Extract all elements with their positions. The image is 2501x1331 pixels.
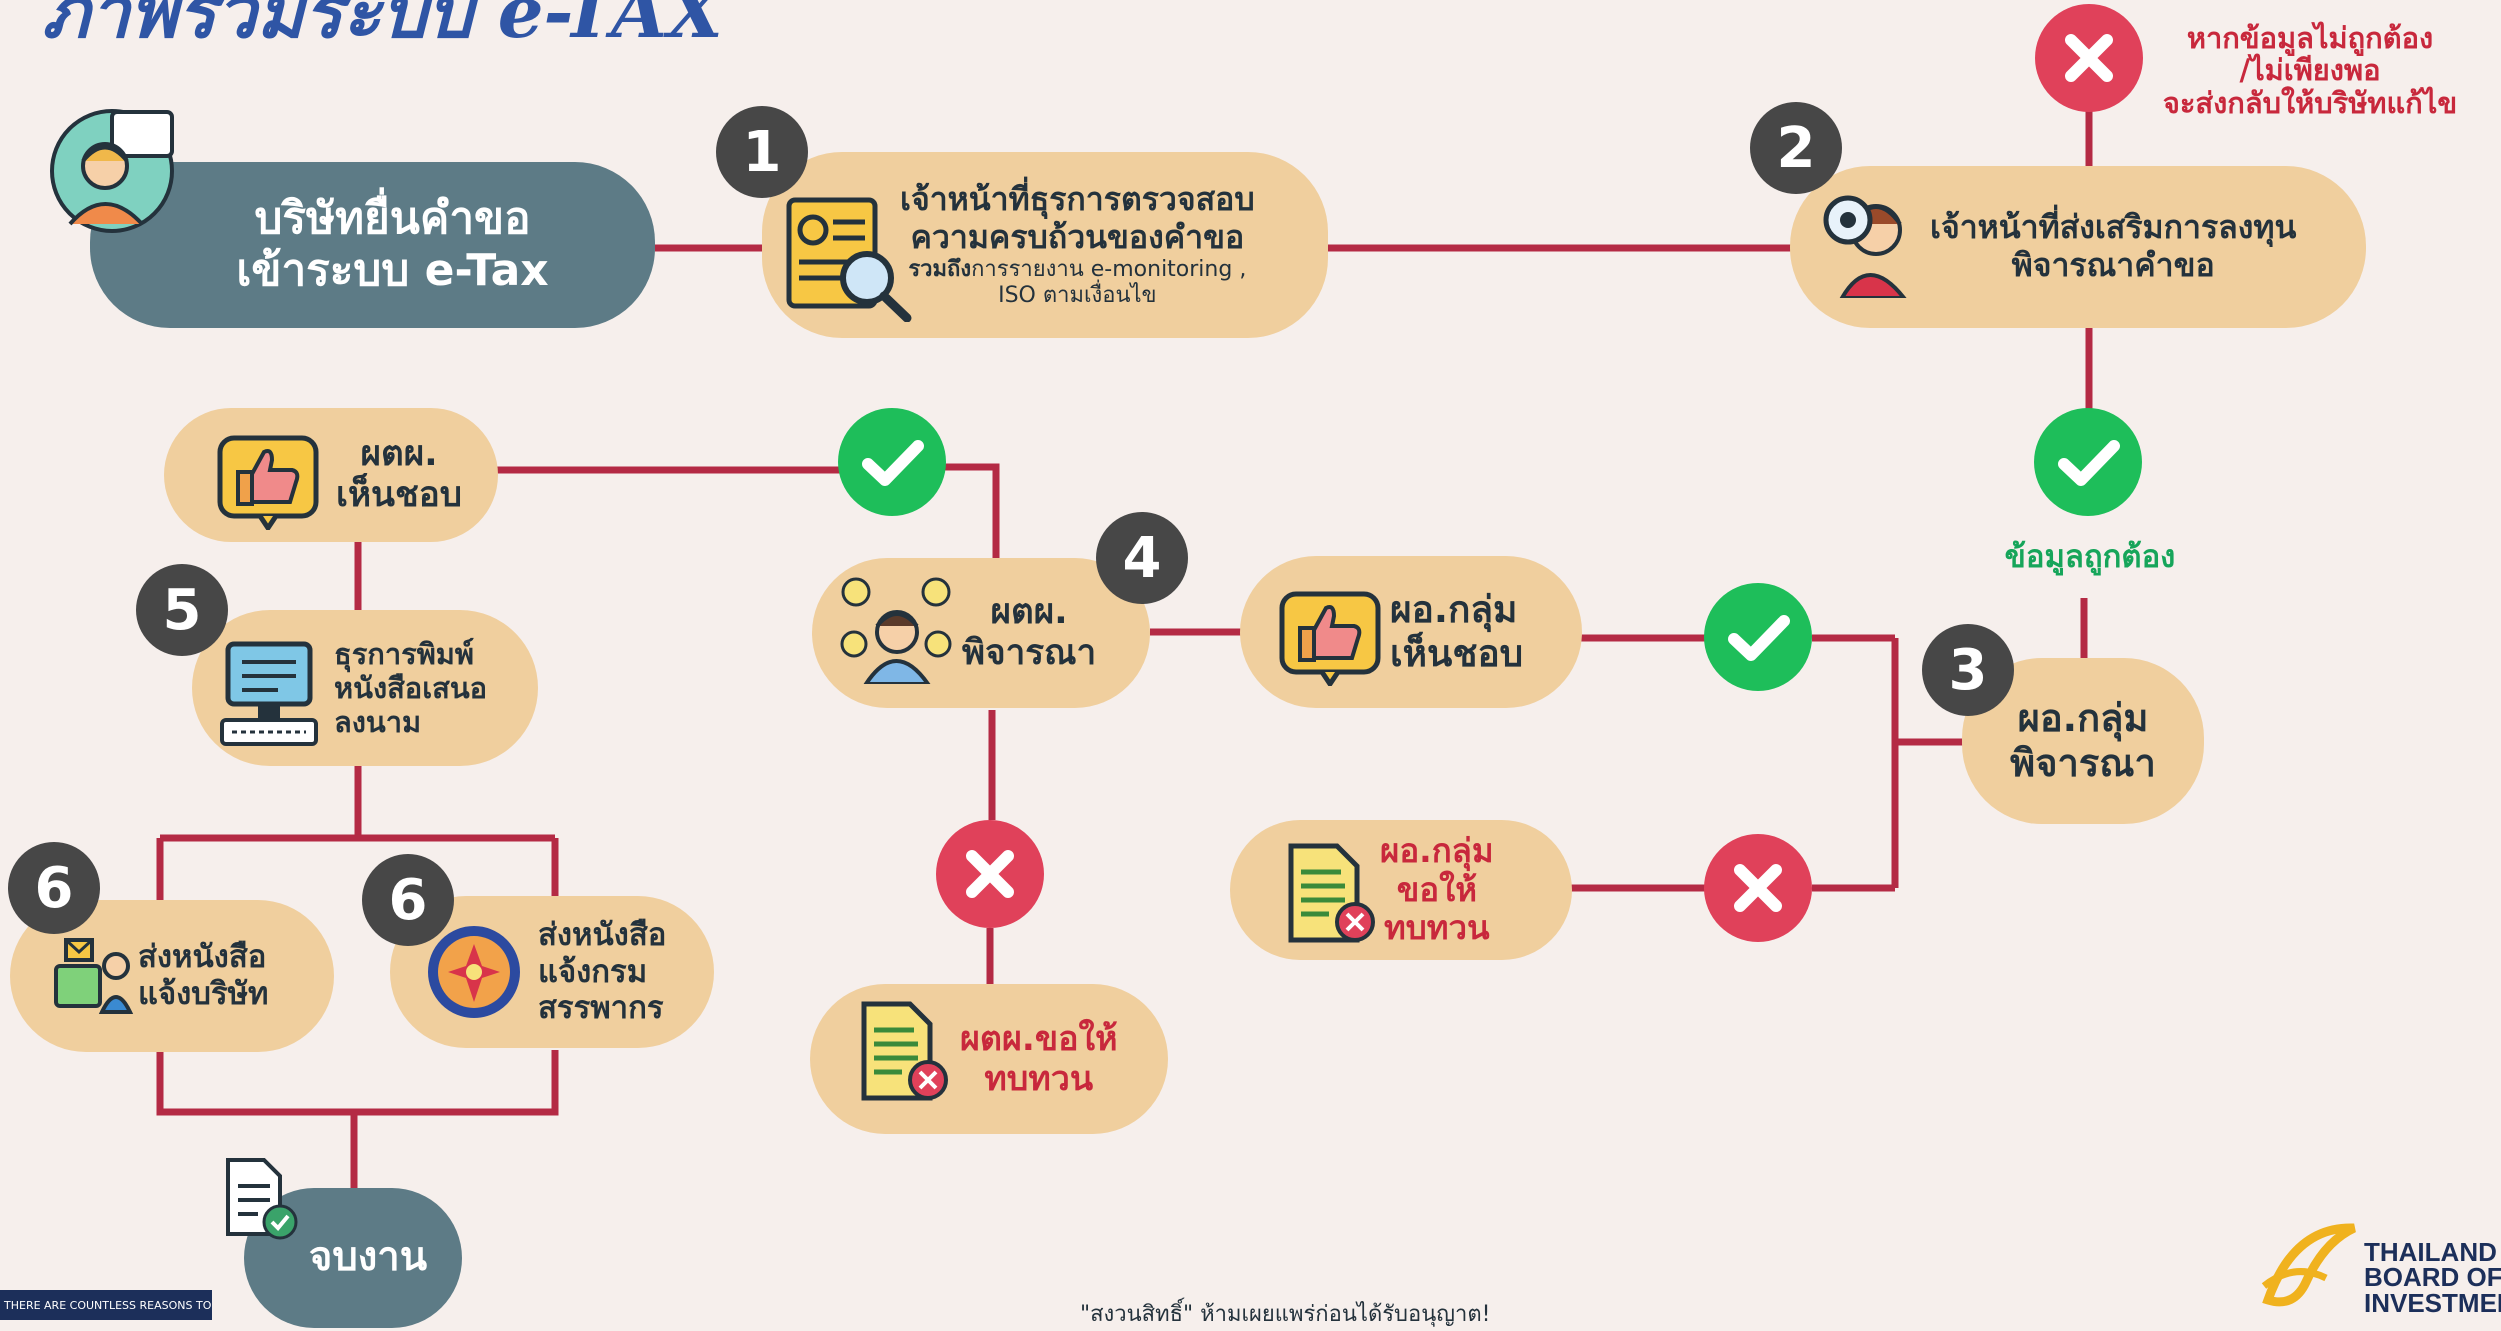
step1-detail-line2: ISO ตามเงื่อนไข xyxy=(998,282,1157,308)
step6b-line1: ส่งหนังสือ xyxy=(538,917,667,954)
step5-line2: หนังสือเสนอ xyxy=(334,670,488,705)
start-node: บริษัทยื่นคำขอ เข้าระบบ e-Tax xyxy=(90,162,655,328)
director-approve-line1: ผอ.กลุ่ม xyxy=(1390,588,1518,632)
note-correct: ข้อมูลถูกต้อง xyxy=(2004,539,2176,575)
director-revise-line2: ขอให้ xyxy=(1396,869,1477,909)
connector-step5-split xyxy=(156,765,559,900)
mail-person-icon xyxy=(54,938,134,1014)
document-search-icon xyxy=(786,197,912,322)
end-label: จบงาน xyxy=(308,1234,428,1281)
step6a-line1: ส่งหนังสือ xyxy=(138,939,267,976)
step5-badge: 5 xyxy=(136,564,228,656)
reject-icon-deputy xyxy=(936,820,1044,928)
deputy-approve-line1: ผตผ. xyxy=(360,433,438,474)
step2-line1: เจ้าหน้าที่ส่งเสริมการลงทุน xyxy=(1930,208,2297,247)
step6b-badge: 6 xyxy=(362,854,454,946)
banner-text: THERE ARE COUNTLESS REASONS TO xyxy=(4,1298,212,1312)
step3-badge: 3 xyxy=(1922,624,2014,716)
computer-typing-icon xyxy=(220,641,318,746)
connector-step4-check xyxy=(943,463,1000,560)
step6b-line2: แจ้งกรม xyxy=(538,953,648,990)
checked-document-icon xyxy=(226,1158,298,1240)
boi-logo-icon xyxy=(2261,1223,2357,1307)
start-line1: บริษัทยื่นคำขอ xyxy=(254,193,531,245)
deputy-revise-line2: ทบทวน xyxy=(984,1059,1094,1099)
start-line2: เข้าระบบ e-Tax xyxy=(236,245,549,296)
step5-node: ธุรการพิมพ์ หนังสือเสนอ ลงนาม xyxy=(192,610,538,766)
deputy-approve-line2: เห็นชอบ xyxy=(336,475,462,515)
revenue-department-seal-icon xyxy=(426,924,522,1020)
step2-badge: 2 xyxy=(1750,102,1842,194)
officer-spyglass-icon xyxy=(1823,195,1907,298)
step1-line1: เจ้าหน้าที่ธุรการตรวจสอบ xyxy=(900,180,1255,219)
step2-node: เจ้าหน้าที่ส่งเสริมการลงทุน พิจารณาคำขอ xyxy=(1790,166,2366,328)
step5-line3: ลงนาม xyxy=(334,705,422,740)
step4-badge: 4 xyxy=(1096,512,1188,604)
step6b-line3: สรรพากร xyxy=(538,990,664,1027)
copyright-note: "สงวนสิทธิ์" ห้ามเผยแพร่ก่อนได้รับอนุญาต… xyxy=(1080,1302,1491,1327)
step1-detail-rest: การรายงาน e-monitoring , xyxy=(971,256,1247,282)
director-revise-node: ผอ.กลุ่ม ขอให้ ทบทวน xyxy=(1230,820,1572,960)
step1-line2: ความครบถ้วนของคำขอ xyxy=(910,218,1245,257)
step1-badge: 1 xyxy=(716,106,808,198)
page-title: ภาพรวมระบบ e-TAX xyxy=(42,0,723,54)
deputy-revise-line1: ผตผ.ขอให้ xyxy=(960,1018,1118,1059)
step1-detail-bold: รวมถึง xyxy=(908,256,972,282)
director-approve-node: ผอ.กลุ่ม เห็นชอบ xyxy=(1240,556,1582,708)
step6a-line2: แจ้งบริษัท xyxy=(138,976,269,1012)
reject-icon-incorrect xyxy=(2035,4,2143,112)
step3-node: ผอ.กลุ่ม พิจารณา xyxy=(1962,658,2204,824)
step3-line1: ผอ.กลุ่ม xyxy=(2017,696,2149,741)
deputy-approve-node: ผตผ. เห็นชอบ xyxy=(164,408,498,542)
step4-line1: ผตผ. xyxy=(990,591,1068,632)
reject-icon-director xyxy=(1704,834,1812,942)
person-computer-icon xyxy=(50,109,174,233)
thumbs-up-icon xyxy=(217,435,319,530)
connector-step3-branches xyxy=(1812,634,1968,892)
director-approve-line2: เห็นชอบ xyxy=(1390,632,1524,675)
boi-logo-text: THAILAND BOARD OF INVESTMENT xyxy=(2364,1237,2501,1318)
step6a-badge: 6 xyxy=(8,842,100,934)
connector-merge-end xyxy=(156,1050,559,1190)
note-incorrect-line1: หากข้อมูลไม่ถูกต้อง xyxy=(2186,21,2434,55)
approve-icon-deputy xyxy=(838,408,946,516)
approve-icon-correct xyxy=(2034,408,2142,516)
note-incorrect-line3: จะส่งกลับให้บริษัทแก้ไข xyxy=(2162,85,2458,120)
thinking-person-icon xyxy=(840,577,952,684)
step4-line2: พิจารณา xyxy=(962,633,1097,673)
rejected-document-icon xyxy=(1288,843,1375,943)
step5-line1: ธุรการพิมพ์ xyxy=(334,636,475,671)
approve-icon-director xyxy=(1704,583,1812,691)
note-incorrect-line2: /ไม่เพียงพอ xyxy=(2239,53,2381,88)
logo-line3: INVESTMENT xyxy=(2364,1287,2501,1318)
rejected-document-icon xyxy=(861,1001,948,1101)
note-incorrect: หากข้อมูลไม่ถูกต้อง /ไม่เพียงพอ จะส่งกลั… xyxy=(2130,21,2490,120)
step3-line2: พิจารณา xyxy=(2010,741,2156,785)
logo-line2: BOARD OF xyxy=(2364,1262,2501,1293)
director-revise-line3: ทบทวน xyxy=(1384,908,1490,948)
logo-line1: THAILAND xyxy=(2364,1237,2497,1267)
step2-line2: พิจารณาคำขอ xyxy=(2011,246,2215,284)
thumbs-up-icon xyxy=(1279,591,1381,686)
boi-banner: THERE ARE COUNTLESS REASONS TO xyxy=(0,1290,212,1320)
director-revise-line1: ผอ.กลุ่ม xyxy=(1380,830,1494,870)
